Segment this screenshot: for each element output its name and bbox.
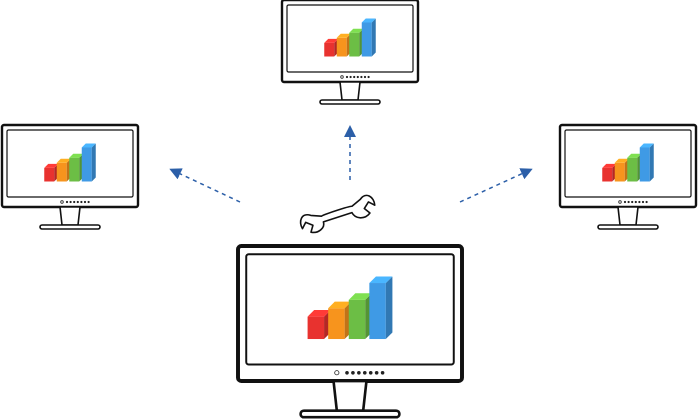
monitor-buttons	[618, 200, 648, 204]
monitor-button-dot	[356, 75, 359, 79]
monitor-buttons	[340, 75, 370, 79]
monitor-buttons	[60, 200, 90, 204]
bar-chart-icon	[307, 276, 393, 340]
monitor-stand-neck	[59, 206, 81, 226]
power-button-icon	[334, 370, 340, 376]
monitor-left	[0, 123, 140, 230]
monitor-stand-base	[319, 99, 381, 105]
monitor-button-dot	[360, 75, 363, 79]
monitor-stand-base	[39, 224, 101, 230]
monitor-button-dot	[349, 75, 352, 79]
power-button-icon	[340, 75, 344, 79]
monitor-button-dot	[623, 200, 627, 204]
chart-bar	[627, 153, 642, 182]
bar-chart-icon	[324, 18, 376, 57]
monitor-button-dot	[367, 75, 370, 79]
chart-bar	[361, 18, 376, 57]
bar-chart-icon	[44, 143, 96, 182]
chart-bar	[56, 158, 71, 182]
monitor-button-dot	[631, 200, 634, 204]
monitor-button-dot	[76, 200, 79, 204]
monitor-button-dot	[345, 370, 349, 375]
chart-bar	[44, 163, 59, 182]
monitor-right	[558, 123, 698, 230]
monitor-stand-neck	[332, 379, 368, 412]
chart-bar	[639, 143, 654, 182]
arrow-to-left-monitor	[169, 168, 241, 203]
monitor-buttons	[334, 370, 385, 376]
monitor-button-dot	[380, 370, 385, 375]
monitor-button-dot	[638, 200, 641, 204]
monitor-button-dot	[641, 200, 645, 204]
monitor-button-dot	[627, 200, 630, 204]
monitor-button-dot	[73, 200, 76, 204]
monitor-stand-base	[299, 409, 401, 419]
monitor-button-dot	[634, 200, 637, 204]
chart-bar	[614, 158, 629, 182]
chart-bar	[328, 301, 352, 340]
monitor-button-dot	[351, 370, 355, 375]
power-button-icon	[618, 200, 622, 204]
monitor-button-dot	[374, 370, 379, 375]
monitor-button-dot	[87, 200, 90, 204]
monitor-button-dot	[345, 75, 349, 79]
monitor-button-dot	[69, 200, 72, 204]
chart-bar	[69, 153, 84, 182]
bar-chart-icon	[602, 143, 654, 182]
monitor-button-dot	[353, 75, 356, 79]
chart-bar	[81, 143, 96, 182]
monitor-top	[280, 0, 420, 105]
wrench-icon	[299, 194, 376, 234]
monitor-source	[236, 244, 464, 419]
monitor-button-dot	[65, 200, 69, 204]
monitor-button-dot	[80, 200, 83, 204]
arrow-to-right-monitor	[459, 168, 533, 203]
power-button-icon	[60, 200, 64, 204]
chart-bar	[369, 276, 393, 340]
arrows	[169, 125, 533, 203]
monitor-button-dot	[363, 75, 367, 79]
chart-bar	[602, 163, 617, 182]
monitor-stand-base	[597, 224, 659, 230]
chart-bar	[348, 293, 372, 340]
monitor-button-dot	[357, 370, 361, 375]
chart-bar	[336, 33, 351, 57]
monitor-stand-neck	[617, 206, 639, 226]
monitor-button-dot	[83, 200, 87, 204]
chart-bar	[324, 38, 339, 57]
monitor-button-dot	[368, 370, 373, 375]
monitor-stand-neck	[339, 81, 361, 101]
chart-bar	[307, 310, 331, 340]
monitor-button-dot	[362, 370, 367, 375]
monitor-button-dot	[645, 200, 648, 204]
chart-bar	[349, 28, 364, 57]
